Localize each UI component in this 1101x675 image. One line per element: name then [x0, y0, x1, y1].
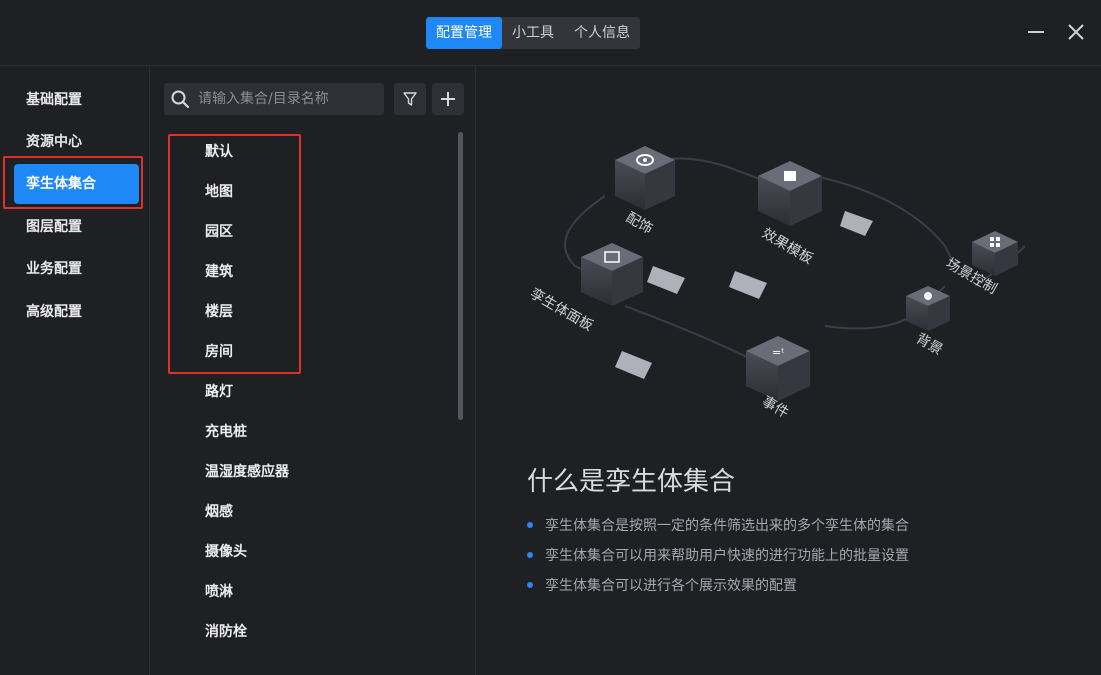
bullet-dot	[527, 582, 533, 588]
cube-event: =ᵗ	[746, 336, 810, 401]
tab-config-management[interactable]: 配置管理	[426, 17, 502, 49]
top-bar: 配置管理 小工具 个人信息	[0, 0, 1101, 66]
minimize-icon	[1028, 31, 1044, 33]
label-event: 事件	[759, 394, 791, 422]
svg-text:=ᵗ: =ᵗ	[772, 346, 784, 359]
info-bullet: 孪生体集合是按照一定的条件筛选出来的多个孪生体的集合	[527, 515, 909, 535]
list-item-street-lamp[interactable]: 路灯	[205, 384, 233, 400]
tab-personal-info[interactable]: 个人信息	[574, 25, 630, 41]
list-item-floor[interactable]: 楼层	[205, 304, 233, 320]
sidebar-item-business-config[interactable]: 业务配置	[26, 261, 82, 277]
sidebar-item-resource-center[interactable]: 资源中心	[26, 134, 82, 150]
highlight-box-list	[168, 134, 301, 374]
info-title: 什么是孪生体集合	[527, 467, 736, 497]
list-item-smoke-sensor[interactable]: 烟感	[205, 504, 233, 520]
list-item-partial	[205, 652, 210, 675]
search-input[interactable]	[198, 91, 384, 107]
minimize-button[interactable]	[1024, 20, 1048, 44]
list-item-park[interactable]: 园区	[205, 224, 233, 240]
list-scrollbar[interactable]	[458, 132, 463, 420]
cube-twin-panel	[581, 243, 643, 306]
info-bullet: 孪生体集合可以用来帮助用户快速的进行功能上的批量设置	[527, 545, 909, 565]
bullet-text: 孪生体集合可以进行各个展示效果的配置	[545, 578, 797, 594]
cube-scene-control	[972, 231, 1018, 276]
tab-tools[interactable]: 小工具	[512, 25, 554, 41]
filter-icon	[403, 92, 417, 106]
list-item-charging-pile[interactable]: 充电桩	[205, 424, 247, 440]
search-icon	[171, 90, 190, 109]
plus-icon	[441, 92, 455, 106]
twin-collection-illustration: =ᵗ 配饰 效果模板 孪生体面板 事件 背景 场景控制	[527, 146, 1026, 422]
bullet-text: 孪生体集合是按照一定的条件筛选出来的多个孪生体的集合	[545, 518, 909, 534]
list-item-room[interactable]: 房间	[205, 344, 233, 360]
filter-button[interactable]	[394, 83, 426, 115]
cube-background	[906, 286, 950, 331]
info-panel: =ᵗ 配饰 效果模板 孪生体面板 事件 背景 场景控制 什么是孪生体集合	[477, 66, 1101, 675]
label-effect-template: 效果模板	[759, 226, 815, 268]
list-item-sprinkler[interactable]: 喷淋	[205, 584, 233, 600]
bullet-dot	[527, 552, 533, 558]
list-item-fire-hydrant[interactable]: 消防栓	[205, 624, 247, 640]
search-box	[164, 83, 384, 115]
main-tabs: 配置管理 小工具 个人信息	[426, 17, 640, 49]
bullet-text: 孪生体集合可以用来帮助用户快速的进行功能上的批量设置	[545, 548, 909, 564]
cube-decoration	[615, 146, 675, 210]
list-item-camera[interactable]: 摄像头	[205, 544, 247, 560]
list-item-map[interactable]: 地图	[205, 184, 233, 200]
list-item-building[interactable]: 建筑	[205, 264, 233, 280]
close-icon	[1068, 24, 1084, 40]
sidebar-item-layer-config[interactable]: 图层配置	[26, 219, 82, 235]
list-item-humidity-sensor[interactable]: 温湿度感应器	[205, 464, 289, 480]
label-decoration: 配饰	[623, 210, 655, 238]
bullet-dot	[527, 522, 533, 528]
left-sidebar: 基础配置 资源中心 孪生体集合 图层配置 业务配置 高级配置	[0, 66, 150, 675]
collection-list-panel: 默认 地图 园区 建筑 楼层 房间 路灯 充电桩 温湿度感应器 烟感 摄像头 喷…	[151, 66, 476, 675]
list-item-default[interactable]: 默认	[205, 144, 233, 160]
cube-effect-template	[758, 161, 822, 226]
sidebar-item-basic-config[interactable]: 基础配置	[26, 92, 82, 108]
label-background: 背景	[913, 331, 945, 359]
add-button[interactable]	[432, 83, 464, 115]
info-bullet: 孪生体集合可以进行各个展示效果的配置	[527, 575, 797, 595]
close-button[interactable]	[1064, 20, 1088, 44]
sidebar-item-twin-collection[interactable]: 孪生体集合	[14, 164, 139, 204]
sidebar-item-advanced-config[interactable]: 高级配置	[26, 304, 82, 320]
